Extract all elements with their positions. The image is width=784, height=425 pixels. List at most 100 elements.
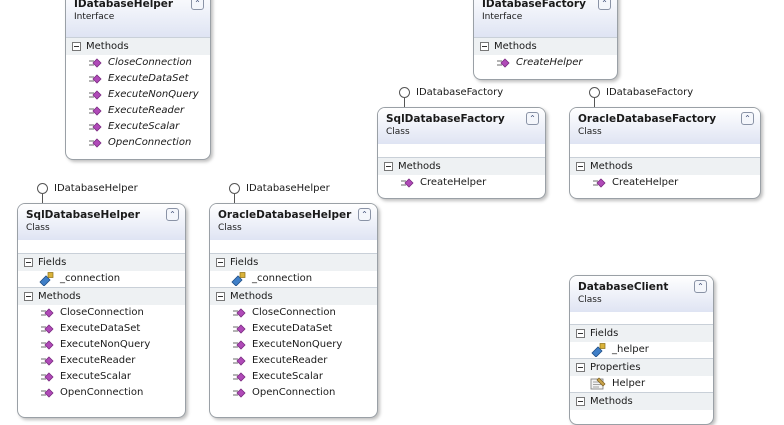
section-label: Methods <box>590 161 633 172</box>
collapse-toggle-icon[interactable] <box>216 258 225 267</box>
method-row[interactable]: OpenConnection <box>18 385 185 401</box>
fields-section-header[interactable]: Fields <box>18 253 185 271</box>
collapse-icon[interactable]: ⌃ <box>526 112 539 125</box>
method-name: OpenConnection <box>60 387 144 398</box>
method-name: CloseConnection <box>60 307 144 318</box>
methods-section-header[interactable]: Methods <box>66 37 210 55</box>
collapse-icon[interactable]: ⌃ <box>694 280 707 293</box>
shape-kind: Class <box>578 127 602 137</box>
field-row[interactable]: _helper <box>570 342 713 358</box>
method-row[interactable]: ExecuteScalar <box>18 369 185 385</box>
collapse-toggle-icon[interactable] <box>576 363 585 372</box>
field-row[interactable]: _connection <box>18 271 185 287</box>
method-icon <box>89 106 102 116</box>
method-row[interactable]: CreateHelper <box>378 175 545 191</box>
collapse-toggle-icon[interactable] <box>216 292 225 301</box>
method-row[interactable]: ExecuteReader <box>18 353 185 369</box>
section-label: Fields <box>590 328 619 339</box>
shape-name: IDatabaseHelper <box>74 0 174 10</box>
method-row[interactable]: ExecuteNonQuery <box>18 337 185 353</box>
method-icon <box>41 340 54 350</box>
collapse-icon[interactable]: ⌃ <box>741 112 754 125</box>
method-icon <box>41 356 54 366</box>
method-row[interactable]: ExecuteScalar <box>210 369 377 385</box>
oracledatabasefactory-header: OracleDatabaseFactory Class ⌃ <box>570 108 760 144</box>
method-name: CloseConnection <box>108 57 192 68</box>
method-name: OpenConnection <box>252 387 336 398</box>
section-label: Methods <box>230 291 273 302</box>
method-row[interactable]: ExecuteNonQuery <box>66 87 210 103</box>
fields-section-header[interactable]: Fields <box>210 253 377 271</box>
method-row[interactable]: OpenConnection <box>210 385 377 401</box>
methods-section-header[interactable]: Methods <box>210 287 377 305</box>
collapse-toggle-icon[interactable] <box>576 162 585 171</box>
databaseclient-header: DatabaseClient Class ⌃ <box>570 276 713 312</box>
property-row[interactable]: Helper <box>570 376 713 392</box>
idatabasefactory-interface[interactable]: IDatabaseFactory Interface ⌃ Methods Cre… <box>473 0 618 80</box>
implements-label: IDatabaseFactory <box>606 87 694 98</box>
oracledatabasehelper-class[interactable]: OracleDatabaseHelper Class ⌃ Fields _con… <box>209 203 378 418</box>
methods-section-header[interactable]: Methods <box>378 157 545 175</box>
methods-section-header[interactable]: Methods <box>474 37 617 55</box>
method-icon <box>593 178 606 188</box>
collapse-toggle-icon[interactable] <box>24 258 33 267</box>
method-row[interactable]: CloseConnection <box>66 55 210 71</box>
sqldatabasefactory-class[interactable]: SqlDatabaseFactory Class ⌃ Methods Creat… <box>377 107 546 199</box>
method-row[interactable]: CreateHelper <box>474 55 617 71</box>
method-name: ExecuteScalar <box>60 371 131 382</box>
methods-section-header[interactable]: Methods <box>570 392 713 410</box>
section-label: Properties <box>590 362 641 373</box>
field-name: _connection <box>252 273 313 284</box>
method-name: ExecuteScalar <box>108 121 180 132</box>
method-icon <box>233 324 246 334</box>
method-name: ExecuteNonQuery <box>60 339 151 350</box>
method-row[interactable]: OpenConnection <box>66 135 210 151</box>
collapse-toggle-icon[interactable] <box>24 292 33 301</box>
method-row[interactable]: ExecuteDataSet <box>210 321 377 337</box>
method-row[interactable]: ExecuteNonQuery <box>210 337 377 353</box>
databaseclient-class[interactable]: DatabaseClient Class ⌃ Fields _helper Pr… <box>569 275 714 425</box>
methods-section-header[interactable]: Methods <box>570 157 760 175</box>
method-row[interactable]: ExecuteDataSet <box>18 321 185 337</box>
method-name: ExecuteDataSet <box>60 323 141 334</box>
method-row[interactable]: ExecuteReader <box>210 353 377 369</box>
field-lock-icon <box>231 272 246 286</box>
shape-kind: Class <box>578 295 602 305</box>
collapse-icon[interactable]: ⌃ <box>598 0 611 10</box>
method-row[interactable]: ExecuteScalar <box>66 119 210 135</box>
collapse-toggle-icon[interactable] <box>480 42 489 51</box>
field-name: _helper <box>612 344 649 355</box>
method-row[interactable]: CloseConnection <box>18 305 185 321</box>
method-row[interactable]: ExecuteReader <box>66 103 210 119</box>
method-row[interactable]: CreateHelper <box>570 175 760 191</box>
collapse-icon[interactable]: ⌃ <box>358 208 371 221</box>
fields-section-header[interactable]: Fields <box>570 324 713 342</box>
shape-name: DatabaseClient <box>578 281 669 293</box>
method-name: ExecuteNonQuery <box>108 89 199 100</box>
collapse-toggle-icon[interactable] <box>384 162 393 171</box>
method-row[interactable]: ExecuteDataSet <box>66 71 210 87</box>
method-name: ExecuteReader <box>252 355 328 366</box>
idatabasehelper-interface[interactable]: IDatabaseHelper Interface ⌃ Methods Clos… <box>65 0 211 160</box>
idatabasefactory-header: IDatabaseFactory Interface ⌃ <box>474 0 617 37</box>
oracledatabasefactory-class[interactable]: OracleDatabaseFactory Class ⌃ Methods Cr… <box>569 107 761 199</box>
collapse-icon[interactable]: ⌃ <box>191 0 204 10</box>
properties-section-header[interactable]: Properties <box>570 358 713 376</box>
interface-lollipop-icon <box>37 183 48 194</box>
section-label: Methods <box>38 291 81 302</box>
method-name: ExecuteReader <box>60 355 136 366</box>
method-name: ExecuteDataSet <box>108 73 189 84</box>
field-lock-icon <box>591 343 606 357</box>
collapse-toggle-icon[interactable] <box>72 42 81 51</box>
collapse-toggle-icon[interactable] <box>576 397 585 406</box>
field-row[interactable]: _connection <box>210 271 377 287</box>
collapse-toggle-icon[interactable] <box>576 329 585 338</box>
method-row[interactable]: CloseConnection <box>210 305 377 321</box>
methods-section-header[interactable]: Methods <box>18 287 185 305</box>
property-name: Helper <box>612 378 646 389</box>
shape-name: OracleDatabaseHelper <box>218 209 352 221</box>
implements-label: IDatabaseHelper <box>246 183 330 194</box>
collapse-icon[interactable]: ⌃ <box>166 208 179 221</box>
sqldatabasehelper-header: SqlDatabaseHelper Class ⌃ <box>18 204 185 240</box>
sqldatabasehelper-class[interactable]: SqlDatabaseHelper Class ⌃ Fields _connec… <box>17 203 186 418</box>
